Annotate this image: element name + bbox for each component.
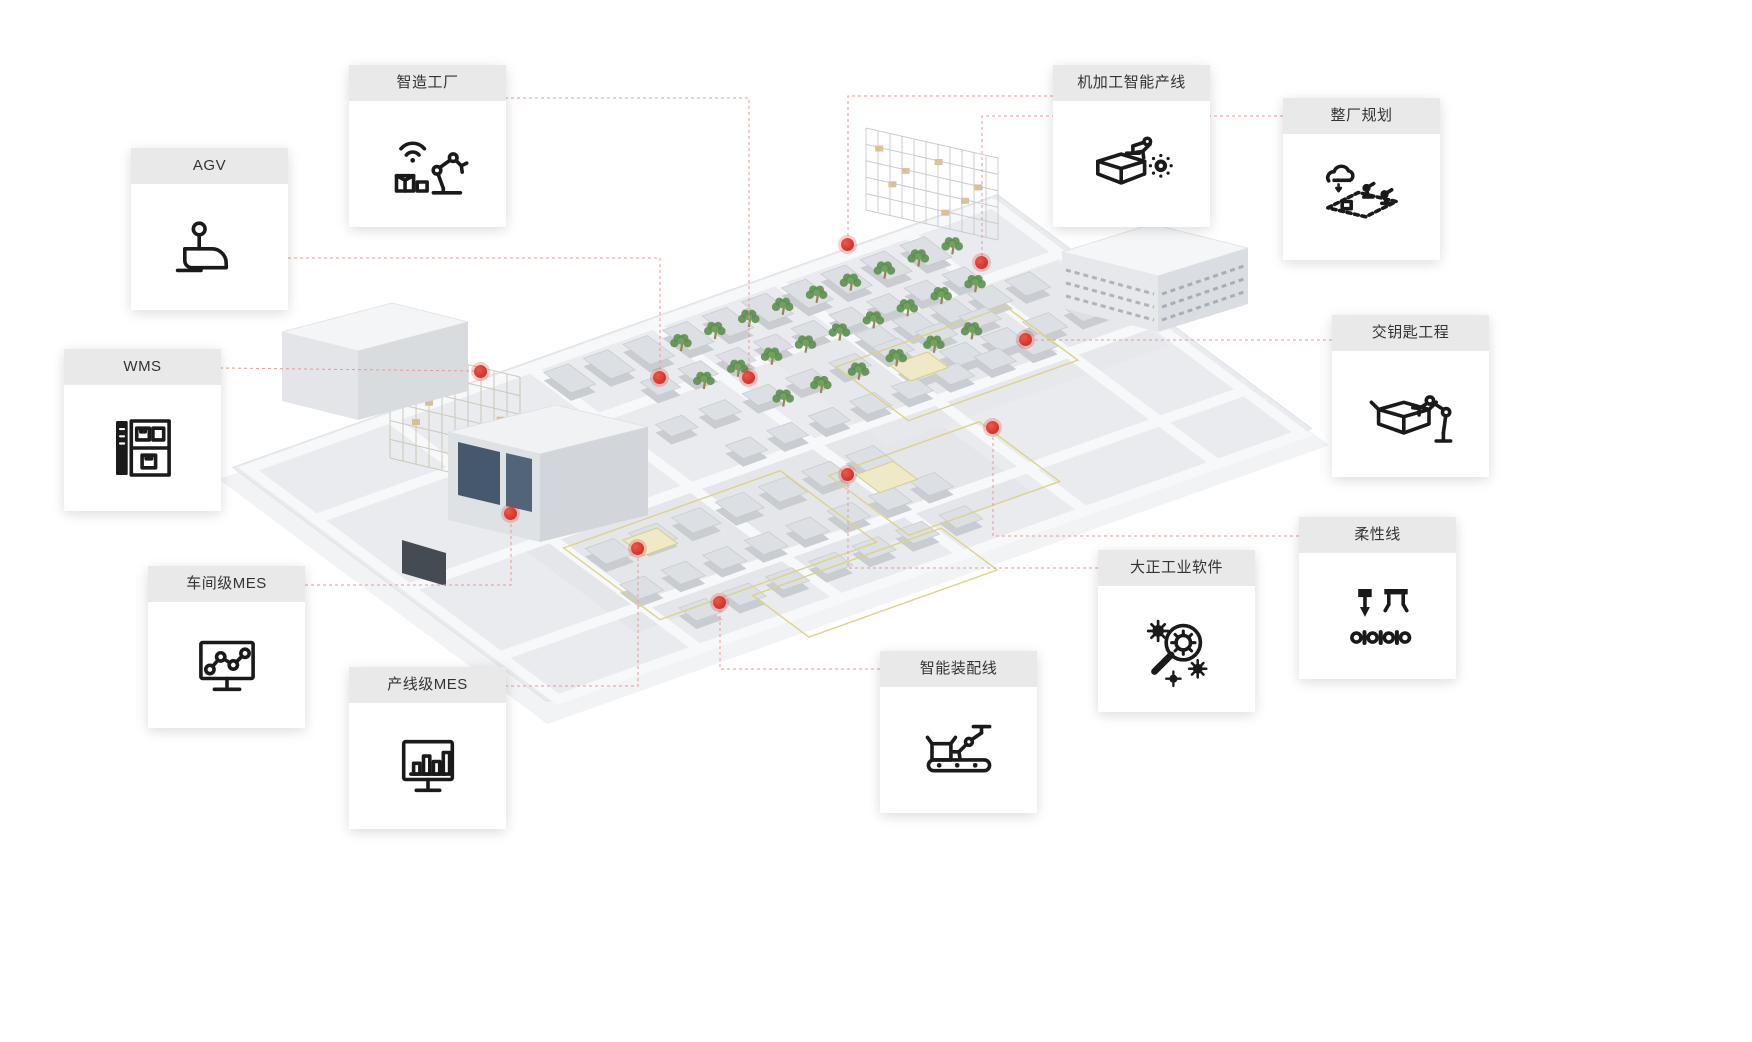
connector-line [505, 97, 750, 371]
hotspot-dot[interactable] [713, 596, 726, 609]
callout-card-turnkey-project[interactable]: 交钥匙工程 [1332, 315, 1489, 477]
callout-label: 产线级MES [349, 667, 506, 703]
hotspot-dot[interactable] [1019, 333, 1032, 346]
callout-label: 大正工业软件 [1098, 550, 1255, 586]
callout-card-line-mes[interactable]: 产线级MES [349, 667, 506, 829]
callout-icon-area [1053, 101, 1210, 227]
callout-icon-area [349, 703, 506, 829]
callout-icon-area [131, 184, 288, 310]
hotspot-dot[interactable] [474, 365, 487, 378]
connector-line [847, 482, 1098, 569]
hotspot-dot[interactable] [653, 371, 666, 384]
connector-line [847, 95, 1053, 238]
callout-card-agv[interactable]: AGV [131, 148, 288, 310]
callout-card-workshop-mes[interactable]: 车间级MES [148, 566, 305, 728]
callout-icon-area [1098, 586, 1255, 712]
gears-magnifier-icon [1146, 619, 1208, 688]
robot-arm-wifi-icon [394, 141, 468, 195]
callout-card-wms[interactable]: WMS [64, 349, 221, 511]
callout-card-industrial-software[interactable]: 大正工业软件 [1098, 550, 1255, 712]
callout-card-plant-planning[interactable]: 整厂规划 [1283, 98, 1440, 260]
callout-card-machining-line[interactable]: 机加工智能产线 [1053, 65, 1210, 227]
plant-layout-icon [1325, 164, 1398, 219]
callout-icon-area [64, 385, 221, 511]
callout-label: 机加工智能产线 [1053, 65, 1210, 101]
warehouse-cabinet-icon [115, 419, 171, 477]
callout-label: 交钥匙工程 [1332, 315, 1489, 351]
callout-card-flexible-line[interactable]: 柔性线 [1299, 517, 1456, 679]
hotspot-dot[interactable] [504, 507, 517, 520]
connector-line [719, 610, 880, 670]
connector-line [288, 257, 661, 371]
callout-label: 车间级MES [148, 566, 305, 602]
callout-card-smart-factory[interactable]: 智造工厂 [349, 65, 506, 227]
callout-icon-area [880, 687, 1037, 813]
robot-conveyor-icon [925, 724, 991, 773]
monitor-bar-chart-icon [401, 739, 454, 793]
hotspot-dot[interactable] [841, 238, 854, 251]
monitor-node-graph-icon [198, 640, 255, 692]
robot-open-box-icon [1369, 395, 1452, 443]
hotspot-dot[interactable] [631, 542, 644, 555]
callout-icon-area [148, 602, 305, 728]
callout-icon-area [1283, 134, 1440, 260]
connector-line [305, 521, 512, 586]
flexible-tooling-icon [1349, 589, 1411, 646]
callout-label: 整厂规划 [1283, 98, 1440, 134]
connector-line [219, 367, 475, 372]
callout-label: WMS [64, 349, 221, 385]
connector-line [992, 435, 1299, 537]
hotspot-dot[interactable] [742, 371, 755, 384]
connector-line [505, 556, 639, 687]
callout-label: 柔性线 [1299, 517, 1456, 553]
agv-vehicle-icon [175, 221, 228, 273]
callout-label: 智能装配线 [880, 651, 1037, 687]
callout-card-smart-assembly-line[interactable]: 智能装配线 [880, 651, 1037, 813]
callout-label: AGV [131, 148, 288, 184]
callout-icon-area [1299, 553, 1456, 679]
machining-robot-icon [1095, 136, 1173, 185]
callout-icon-area [1332, 351, 1489, 477]
hotspot-dot[interactable] [841, 468, 854, 481]
hotspot-dot[interactable] [975, 256, 988, 269]
callout-label: 智造工厂 [349, 65, 506, 101]
hotspot-dot[interactable] [986, 421, 999, 434]
callout-icon-area [349, 101, 506, 227]
